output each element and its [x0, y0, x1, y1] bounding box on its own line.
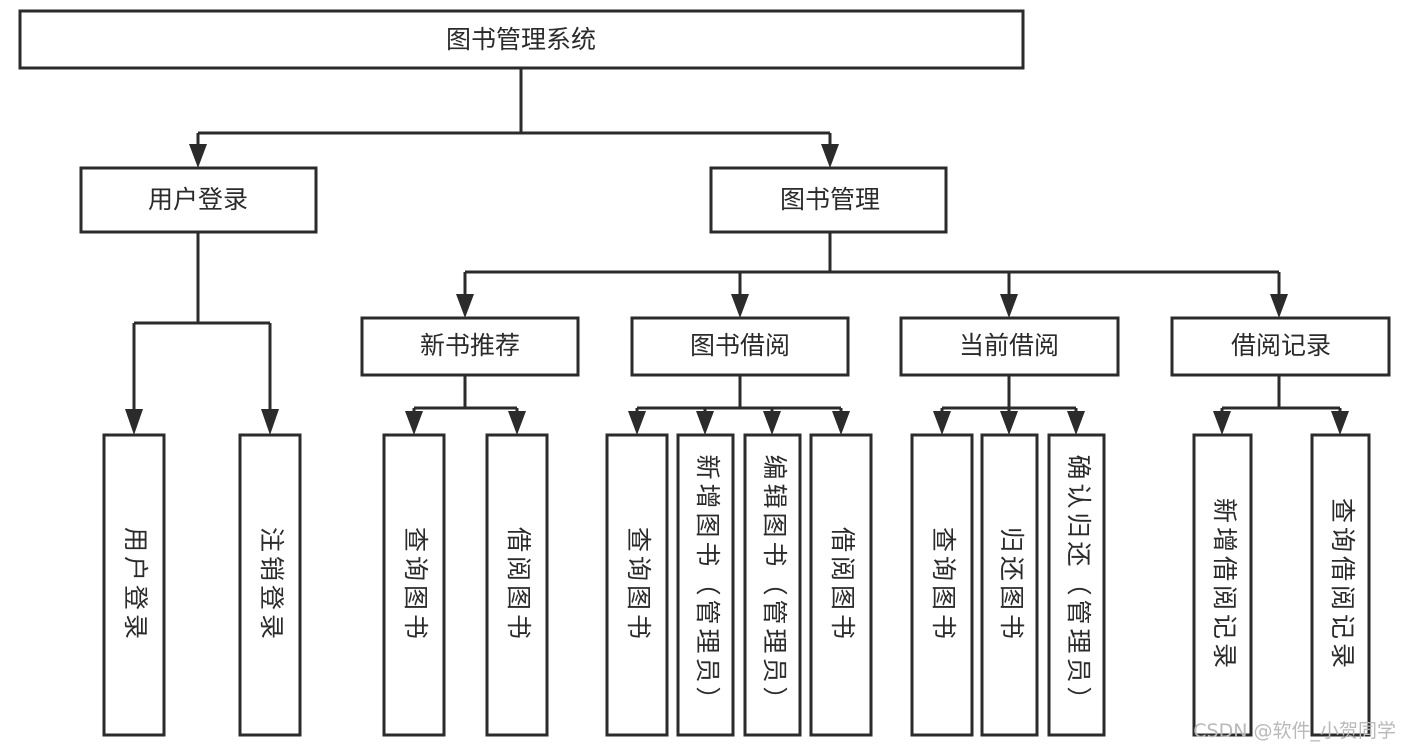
node-leaf-user-login[interactable]: 用户登录	[102, 433, 166, 737]
node-leaf-return-book-label: 归还图书	[997, 527, 1026, 643]
node-leaf-query-book-3-label: 查询图书	[929, 527, 958, 643]
node-book-borrow[interactable]: 图书借阅	[630, 316, 850, 377]
node-leaf-query-record[interactable]: 查询借阅记录	[1310, 433, 1371, 737]
arrow-bm-to-current-borrow	[1000, 294, 1018, 318]
node-leaf-query-book-1-box[interactable]	[382, 433, 446, 737]
arrow-bm-to-borrow-record	[1270, 294, 1288, 318]
node-leaf-query-book-2[interactable]: 查询图书	[605, 433, 669, 737]
node-user-login-box[interactable]	[79, 166, 318, 234]
node-borrow-record[interactable]: 借阅记录	[1170, 316, 1391, 377]
node-book-borrow-label: 图书借阅	[690, 331, 790, 360]
node-book-borrow-box[interactable]	[630, 316, 850, 377]
node-leaf-query-book-3-box[interactable]	[910, 433, 974, 737]
arrow-nbr-leaf-1	[405, 411, 423, 435]
arrow-user-login-leaf-1	[125, 409, 143, 435]
node-leaf-confirm-return-label: 确认归还（管理员）	[1064, 454, 1093, 715]
node-leaf-query-record-box[interactable]	[1310, 433, 1371, 737]
node-leaf-borrow-book-2[interactable]: 借阅图书	[809, 433, 873, 737]
node-leaf-edit-book-label: 编辑图书（管理员）	[760, 454, 789, 715]
arrow-root-to-book-management	[821, 144, 839, 168]
node-leaf-logout-login-label: 注销登录	[257, 527, 286, 643]
arrow-root-to-user-login	[189, 144, 207, 168]
node-current-borrow-box[interactable]	[899, 316, 1120, 377]
arrow-bb-leaf-2	[696, 411, 714, 435]
node-leaf-borrow-book-2-label: 借阅图书	[828, 527, 857, 643]
node-book-management-box[interactable]	[709, 166, 948, 234]
node-leaf-edit-book[interactable]: 编辑图书（管理员）	[743, 433, 802, 737]
arrow-br-leaf-1	[1213, 411, 1231, 435]
arrow-cb-leaf-3	[1067, 411, 1085, 435]
node-leaf-user-login-box[interactable]	[102, 433, 166, 737]
arrow-bb-leaf-1	[628, 411, 646, 435]
node-leaf-query-record-label: 查询借阅记录	[1328, 498, 1357, 672]
node-leaf-borrow-book-1-box[interactable]	[485, 433, 549, 737]
node-leaf-query-book-2-label: 查询图书	[624, 527, 653, 643]
node-leaf-add-book-label: 新增图书（管理员）	[693, 454, 722, 715]
node-user-login-label: 用户登录	[148, 185, 248, 214]
node-leaf-add-record-box[interactable]	[1192, 433, 1253, 737]
node-book-management[interactable]: 图书管理	[709, 166, 948, 234]
node-leaf-return-book[interactable]: 归还图书	[980, 433, 1039, 737]
node-leaf-add-record[interactable]: 新增借阅记录	[1192, 433, 1253, 737]
arrow-bm-to-new-book-recommend	[456, 294, 474, 318]
connector-layer	[125, 68, 1349, 435]
node-leaf-add-book[interactable]: 新增图书（管理员）	[676, 433, 735, 737]
node-root-label: 图书管理系统	[446, 25, 596, 54]
node-leaf-borrow-book-1[interactable]: 借阅图书	[485, 433, 549, 737]
node-current-borrow-label: 当前借阅	[959, 331, 1059, 360]
arrow-nbr-leaf-2	[508, 411, 526, 435]
node-new-book-recommend-box[interactable]	[360, 316, 580, 377]
arrow-bb-leaf-3	[763, 411, 781, 435]
node-borrow-record-label: 借阅记录	[1231, 331, 1331, 360]
node-borrow-record-box[interactable]	[1170, 316, 1391, 377]
node-new-book-recommend[interactable]: 新书推荐	[360, 316, 580, 377]
node-leaf-borrow-book-2-box[interactable]	[809, 433, 873, 737]
node-book-management-label: 图书管理	[780, 185, 880, 214]
node-leaf-borrow-book-1-label: 借阅图书	[504, 527, 533, 643]
arrow-bm-to-book-borrow	[731, 294, 749, 318]
node-leaf-edit-book-box[interactable]	[743, 433, 802, 737]
node-leaf-confirm-return[interactable]: 确认归还（管理员）	[1047, 433, 1106, 737]
node-new-book-recommend-label: 新书推荐	[420, 331, 520, 360]
node-current-borrow[interactable]: 当前借阅	[899, 316, 1120, 377]
node-leaf-query-book-3[interactable]: 查询图书	[910, 433, 974, 737]
node-leaf-logout-login-box[interactable]	[238, 433, 302, 737]
arrow-user-login-leaf-2	[261, 409, 279, 435]
node-leaf-add-book-box[interactable]	[676, 433, 735, 737]
arrow-cb-leaf-1	[933, 411, 951, 435]
node-leaf-logout-login[interactable]: 注销登录	[238, 433, 302, 737]
csdn-watermark: CSDN @软件_小贺同学	[1193, 720, 1396, 742]
node-leaf-query-book-2-box[interactable]	[605, 433, 669, 737]
node-root-box[interactable]	[18, 9, 1025, 70]
arrow-br-leaf-2	[1331, 411, 1349, 435]
node-leaf-confirm-return-box[interactable]	[1047, 433, 1106, 737]
node-root[interactable]: 图书管理系统	[18, 9, 1025, 70]
node-user-login[interactable]: 用户登录	[79, 166, 318, 234]
node-leaf-add-record-label: 新增借阅记录	[1210, 498, 1239, 672]
node-leaf-user-login-label: 用户登录	[121, 527, 150, 643]
node-leaf-return-book-box[interactable]	[980, 433, 1039, 737]
node-leaf-query-book-1[interactable]: 查询图书	[382, 433, 446, 737]
arrow-bb-leaf-4	[832, 411, 850, 435]
node-leaf-query-book-1-label: 查询图书	[401, 527, 430, 643]
arrow-cb-leaf-2	[1000, 411, 1018, 435]
